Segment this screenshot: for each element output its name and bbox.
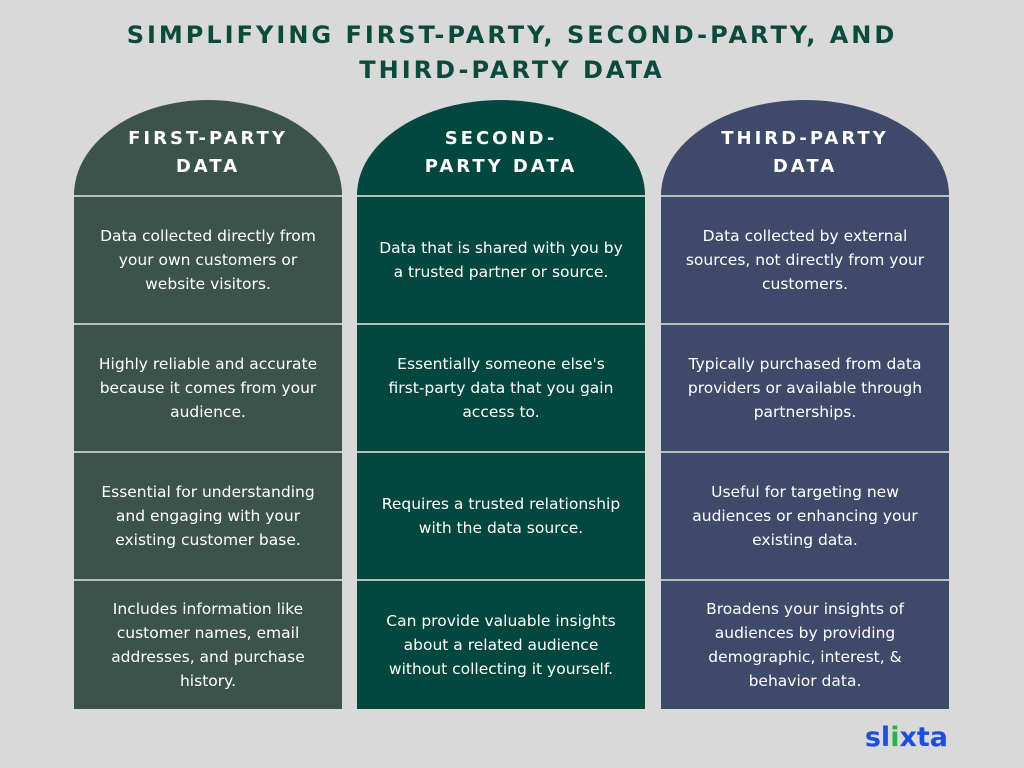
header-label: THIRD-PARTY DATA (721, 127, 889, 177)
column-cell: Data that is shared with you by a truste… (357, 195, 645, 323)
title-line-2: THIRD-PARTY DATA (359, 56, 665, 84)
logo-part: sl (864, 722, 891, 753)
third-party-column: THIRD-PARTY DATA Data collected by exter… (661, 100, 949, 711)
page-title: SIMPLIFYING FIRST-PARTY, SECOND-PARTY, A… (0, 18, 1024, 88)
header-label: SECOND-PARTY DATA (424, 127, 578, 177)
logo-part: xta (899, 722, 948, 753)
slixta-logo: slixta (865, 722, 948, 753)
column-cell: Essentially someone else's first-party d… (357, 323, 645, 451)
column-cell: Data collected directly from your own cu… (74, 195, 342, 323)
column-cell: Broadens your insights of audiences by p… (661, 579, 949, 709)
second-party-column: SECOND-PARTY DATA Data that is shared wi… (357, 100, 645, 711)
column-cell: Includes information like customer names… (74, 579, 342, 709)
column-cell: Useful for targeting new audiences or en… (661, 451, 949, 579)
column-header: SECOND-PARTY DATA (357, 100, 645, 195)
column-cell: Can provide valuable insights about a re… (357, 579, 645, 709)
first-party-column: FIRST-PARTY DATA Data collected directly… (74, 100, 342, 711)
column-cell: Essential for understanding and engaging… (74, 451, 342, 579)
column-cell: Requires a trusted relationship with the… (357, 451, 645, 579)
column-cell: Highly reliable and accurate because it … (74, 323, 342, 451)
column-header: FIRST-PARTY DATA (74, 100, 342, 195)
logo-part: i (890, 722, 900, 753)
column-cell: Typically purchased from data providers … (661, 323, 949, 451)
title-line-1: SIMPLIFYING FIRST-PARTY, SECOND-PARTY, A… (126, 21, 898, 49)
column-cell: Data collected by external sources, not … (661, 195, 949, 323)
column-header: THIRD-PARTY DATA (661, 100, 949, 195)
header-label: FIRST-PARTY DATA (128, 127, 288, 177)
